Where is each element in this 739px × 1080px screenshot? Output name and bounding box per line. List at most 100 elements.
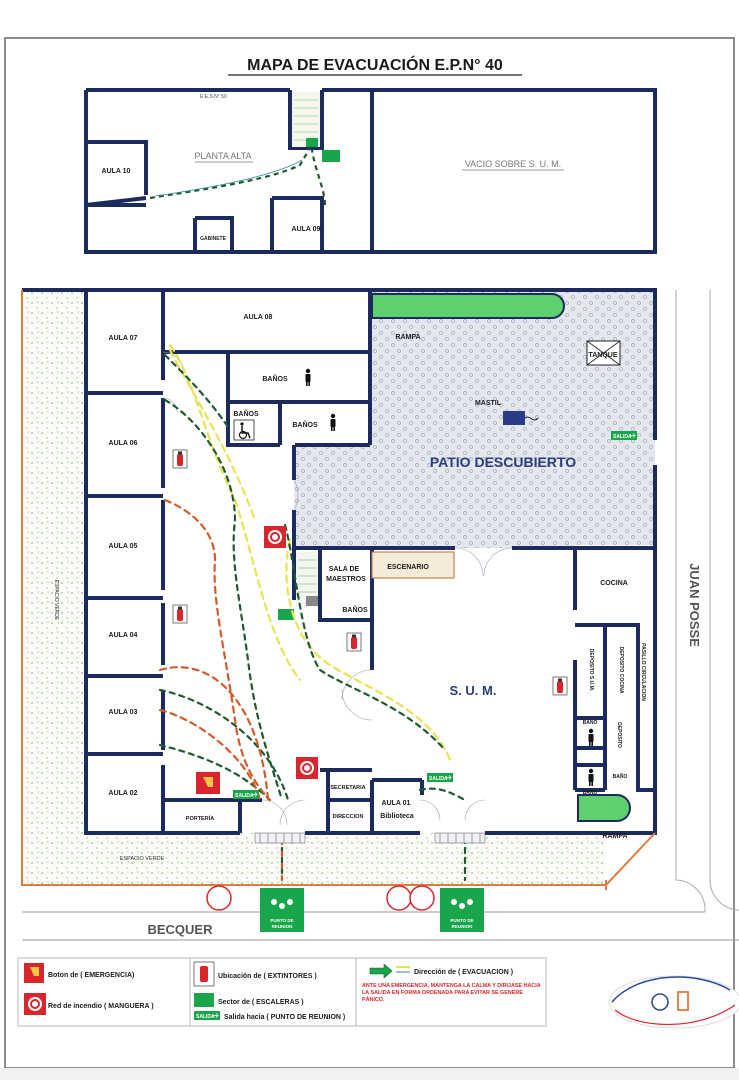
bano-b-label: BAÑO [613, 773, 628, 780]
stage [371, 551, 455, 579]
aula01-label: AULA 01 [382, 800, 411, 807]
evac-route-green-1 [163, 353, 232, 432]
fire-hose-icon [295, 756, 319, 780]
legend-direction-text: Dirección de ( EVACUACION ) [414, 969, 513, 976]
evac-route-orange-1 [163, 498, 272, 802]
evac-route-green-6 [418, 787, 467, 802]
patio-area [294, 292, 655, 548]
property-line [21, 290, 656, 886]
legend-exit-icon [193, 1010, 221, 1021]
legend-hose-icon [23, 992, 47, 1016]
vacio-label: VACIO SOBRE S. U. M. [465, 159, 561, 169]
side-garden-label: ESPACIO VERDE [53, 580, 59, 621]
evac-route-orange-3 [158, 708, 262, 802]
cocina-label: COCINA [600, 580, 628, 587]
front-garden [86, 833, 606, 885]
fire-hose-icon [263, 525, 287, 549]
ramp-top [371, 293, 565, 319]
meeting-point-1: PUNTO DE REUNION [260, 888, 304, 932]
aula07-label: AULA 07 [109, 335, 138, 342]
evac-route-upper-2 [310, 149, 327, 206]
bano-a-label: BAÑO [583, 719, 598, 726]
cad-logo [608, 975, 739, 1029]
exit-sign-icon [610, 430, 638, 441]
upper-stairs [292, 92, 320, 147]
legend-direction-icon [369, 963, 393, 979]
evac-route-green-4 [158, 743, 272, 802]
pasillo-label: PASILLO CIRCULACION [640, 643, 646, 701]
evac-route-green-5 [283, 523, 447, 752]
deposito-sum-label: DEPOSITO S.U.M. [588, 649, 594, 692]
banos2-label: BAÑOS [292, 420, 318, 429]
aula09-label: AULA 09 [292, 226, 321, 233]
side-garden [22, 290, 84, 885]
extinguisher-icon [346, 632, 362, 652]
bano-c-label: BAÑO [583, 789, 598, 796]
escenario-label: ESCENARIO [387, 564, 429, 571]
ground-floor-walls [22, 288, 657, 835]
ramp-bottom [577, 794, 631, 822]
mastil-label: MASTIL [475, 400, 502, 407]
aula10-label: AULA 10 [102, 168, 131, 175]
stairs-sign-icon [322, 150, 340, 162]
evac-route-yellow-2 [285, 538, 452, 762]
sala-maestros-label-2: MAESTROS [326, 576, 366, 583]
rampa-bottom-label: RAMPA [602, 833, 627, 840]
direccion-label: DIRECCION [333, 814, 364, 820]
ground-stairs [296, 552, 318, 607]
svg-text:REUNION: REUNION [452, 924, 473, 929]
evac-route-yellow-3 [168, 348, 257, 522]
porteria-label: PORTERÍA [186, 814, 214, 822]
exit-sign-icon [232, 789, 260, 800]
stairs-sign-icon-ground [278, 609, 294, 620]
evac-route-upper-1 [149, 147, 311, 200]
legend-emergency-text: Boton de ( EMERGENCIA) [48, 972, 134, 979]
legend-hose-text: Red de incendio ( MANGUERA ) [48, 1003, 154, 1010]
accessible-icon [233, 419, 255, 441]
extinguisher-icon [172, 604, 188, 624]
biblioteca-label: Biblioteca [380, 813, 414, 820]
aula05-label: AULA 05 [109, 543, 138, 550]
evac-route-yellow-1 [168, 343, 302, 682]
banos-label: BAÑOS [262, 374, 288, 383]
legend-box [17, 957, 547, 1027]
street-juan-posse: JUAN POSSE [687, 563, 702, 647]
planta-alta-label: PLANTA ALTA [194, 151, 251, 161]
street-becquer: BECQUER [147, 922, 213, 937]
upper-floor-plan [84, 88, 657, 254]
front-garden-label: ESPACIO VERDE [120, 856, 165, 862]
tanque-label: TANQUE [588, 352, 617, 359]
svg-text:PUNTO DE: PUNTO DE [270, 918, 293, 923]
extinguisher-icon [552, 676, 568, 696]
rampa-top-label: RAMPA [395, 334, 420, 341]
patio-label: PATIO DESCUBIERTO [430, 454, 576, 470]
evac-route-green-3 [158, 688, 290, 802]
evac-route-orange-2 [158, 666, 270, 802]
legend-warning: ANTE UNA EMERGENCIA, MANTENGA LA CALMA Y… [362, 983, 541, 1004]
page-title: MAPA DE EVACUACIÓN E.P.N° 40 [247, 55, 503, 74]
secretaria-label: SECRETARIA [330, 785, 365, 791]
school-label: E.E.S.N° 50 [200, 94, 227, 100]
aula02-label: AULA 02 [109, 790, 138, 797]
exit-sign-icon [426, 772, 454, 783]
sala-maestros-label-1: SALA DE [329, 566, 360, 573]
aula06-label: AULA 06 [109, 440, 138, 447]
aula08-label: AULA 08 [244, 314, 273, 321]
deposito-cocina-label: DEPOSITO COCINA [618, 647, 624, 694]
aula03-label: AULA 03 [109, 709, 138, 716]
svg-text:PUNTO DE: PUNTO DE [450, 918, 473, 923]
gabinete-label: GABINETE [200, 236, 227, 242]
meeting-point-tags [206, 885, 435, 911]
banos-accessible-label: BAÑOS [233, 409, 259, 418]
aula04-label: AULA 04 [109, 632, 138, 639]
legend-stairs-text: Sector de ( ESCALERAS ) [218, 999, 304, 1006]
flagpole-icon [503, 411, 525, 425]
deposito-label: DEPOSITO [616, 722, 622, 748]
legend-extinguisher-text: Ubicación de ( EXTINTORES ) [218, 973, 317, 980]
sum-label: S. U. M. [450, 683, 497, 698]
banos3-label: BAÑOS [342, 605, 368, 614]
meeting-point-2: PUNTO DE REUNION [440, 888, 484, 932]
svg-text:REUNION: REUNION [272, 924, 293, 929]
legend-stairs-icon [194, 993, 214, 1007]
